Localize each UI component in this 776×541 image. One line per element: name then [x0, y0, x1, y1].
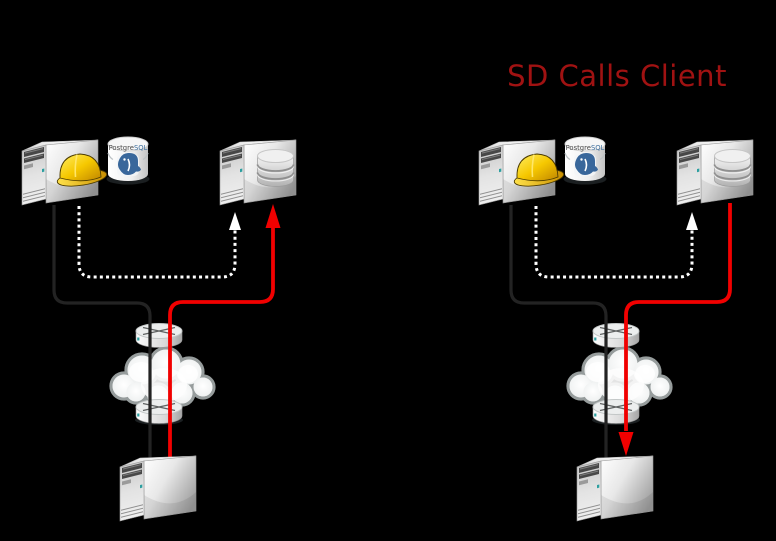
panel-right-title: SD Calls Client — [507, 59, 727, 93]
connection-sd-to-db-dashed — [77, 206, 237, 279]
arrow-down-red-icon — [618, 432, 634, 456]
arrow-up-white-icon — [229, 212, 241, 230]
connection-client-to-db-red — [168, 228, 275, 458]
connection-db-to-client-red — [624, 203, 732, 431]
internet-cloud-icon — [111, 324, 214, 426]
postgresql-label: PostgreSQL — [566, 144, 605, 152]
connection-sd-to-client-black — [509, 205, 608, 458]
panel-right: SD Calls Client PostgreSQL — [478, 59, 754, 522]
postgresql-label: PostgreSQL — [109, 144, 148, 152]
arrow-up-white-icon — [686, 212, 698, 230]
connection-sd-to-client-black — [52, 205, 152, 458]
client-server-icon — [576, 455, 654, 522]
arrow-up-red-icon — [265, 204, 281, 228]
internet-cloud-icon — [568, 324, 671, 426]
panel-left: PostgreSQL — [21, 136, 297, 522]
client-server-icon — [119, 455, 197, 522]
connection-sd-to-db-dashed — [534, 206, 694, 279]
database-stack-icon — [256, 148, 295, 188]
database-stack-icon — [713, 148, 752, 188]
